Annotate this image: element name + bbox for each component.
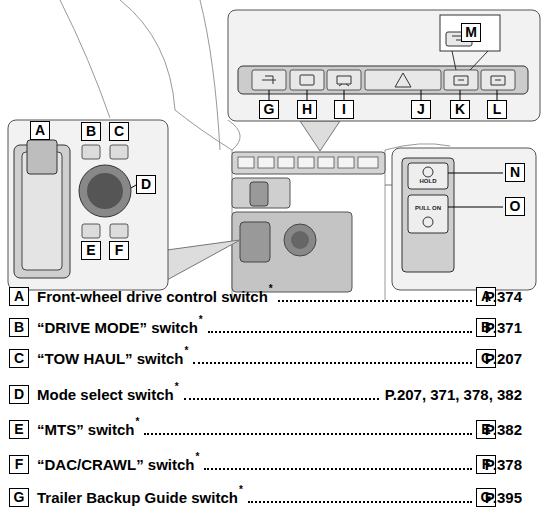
callout-letter: B — [9, 318, 29, 337]
page-reference: P.207, 371, 378, 382 — [385, 386, 522, 404]
dot-leader — [193, 362, 472, 364]
footnote-mark: * — [184, 346, 188, 356]
footnote-mark: * — [269, 284, 273, 294]
callout-letter: F — [109, 241, 129, 260]
footnote-mark: * — [175, 382, 179, 392]
callout-letter: E — [81, 241, 101, 260]
callout-letter: C — [109, 122, 129, 141]
footnote-mark: * — [239, 485, 243, 495]
dot-leader — [184, 398, 379, 400]
item-name: “DRIVE MODE” switch — [37, 319, 198, 337]
dot-leader — [248, 501, 472, 503]
switch-text: HOLD — [408, 178, 448, 185]
callout-letter: F — [9, 455, 29, 474]
callout-letter: D — [136, 175, 156, 194]
item-name: “MTS” switch — [37, 421, 135, 439]
callout-letter: H — [297, 100, 317, 119]
item-name: “TOW HAUL” switch — [37, 350, 183, 368]
callout-letter: M — [461, 23, 481, 42]
page-reference: P.374 — [485, 288, 522, 306]
dot-leader — [204, 468, 472, 470]
callout-letter: D — [9, 385, 29, 404]
page-reference: P.207 — [485, 350, 522, 368]
callout-letter: K — [450, 100, 470, 119]
footnote-mark: * — [196, 452, 200, 462]
page-reference: P.382 — [485, 421, 522, 439]
callout-letter: L — [487, 100, 507, 119]
callout-letter: I — [334, 100, 354, 119]
callout-letter: A — [9, 287, 29, 306]
dot-leader — [208, 331, 472, 333]
callout-letter: A — [30, 121, 50, 140]
dot-leader — [144, 433, 472, 435]
page-reference: P.378 — [485, 456, 522, 474]
item-name: Trailer Backup Guide switch — [37, 489, 238, 507]
callout-letter: J — [411, 100, 431, 119]
callout-letter: O — [505, 197, 525, 216]
item-name: “DAC/CRAWL” switch — [37, 456, 195, 474]
footnote-mark: * — [136, 417, 140, 427]
item-name: Front-wheel drive control switch — [37, 288, 268, 306]
footnote-mark: * — [199, 315, 203, 325]
switch-text: PULL ON — [408, 205, 448, 212]
dot-leader — [278, 300, 472, 302]
callout-letter: B — [81, 122, 101, 141]
page-reference: P.395 — [485, 489, 522, 507]
callout-letter: E — [9, 420, 29, 439]
item-name: Mode select switch — [37, 386, 174, 404]
callout-letter: G — [9, 488, 29, 507]
callout-letter: G — [259, 100, 279, 119]
page-reference: P.371 — [485, 319, 522, 337]
callout-letter: N — [505, 163, 525, 182]
callout-letter: C — [9, 349, 29, 368]
